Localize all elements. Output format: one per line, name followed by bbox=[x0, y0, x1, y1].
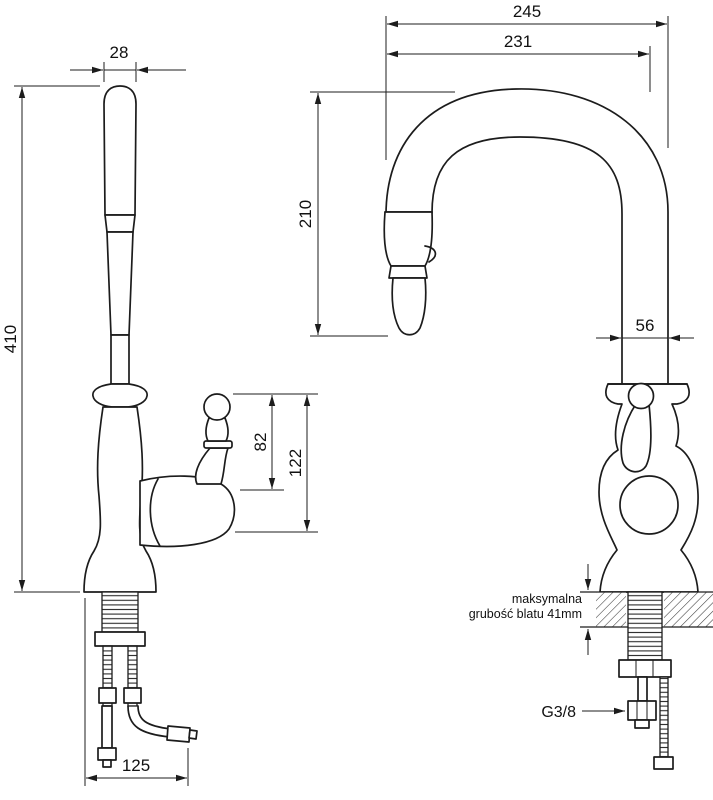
countertop-section bbox=[580, 591, 713, 628]
stud-foot-side bbox=[653, 756, 674, 770]
lever-ball-side bbox=[627, 382, 655, 410]
hex-nut-right bbox=[123, 687, 142, 704]
dimension-value: 125 bbox=[122, 756, 150, 775]
dim-column-width-56: 56 bbox=[596, 316, 694, 342]
gooseneck-outer bbox=[385, 88, 669, 384]
dim-total-reach-245: 245 bbox=[385, 2, 669, 160]
head-ring-side bbox=[388, 265, 428, 279]
spray-nozzle-side bbox=[391, 277, 427, 336]
shank-threads-side bbox=[627, 591, 663, 661]
supply-hose-side bbox=[637, 676, 648, 702]
dim-height-410: 410 bbox=[1, 85, 100, 593]
handle-arm-front bbox=[139, 475, 236, 548]
countertop-hatch-left bbox=[596, 592, 626, 627]
collar-front bbox=[92, 383, 148, 408]
counter-note-line2: grubość blatu 41mm bbox=[469, 607, 582, 621]
dim-base-125: 125 bbox=[84, 598, 189, 786]
dim-lever-82: 82 bbox=[233, 393, 318, 491]
countertop-hatch-right bbox=[664, 592, 713, 627]
counter-note-line1: maksymalna bbox=[512, 592, 582, 606]
gooseneck-inner bbox=[431, 136, 623, 384]
hose-nipple-right bbox=[188, 729, 198, 740]
hose-nipple-left bbox=[102, 759, 112, 768]
spout-tube-front bbox=[110, 334, 130, 385]
dim-spout-width-28: 28 bbox=[70, 43, 186, 82]
spray-head-side bbox=[383, 211, 434, 267]
dimension-value: 28 bbox=[110, 43, 129, 62]
spray-head-front bbox=[103, 85, 137, 216]
body-medallion bbox=[619, 475, 679, 535]
dimension-value: 410 bbox=[1, 325, 20, 353]
dimension-value: 210 bbox=[296, 200, 315, 228]
mounting-flange-front bbox=[94, 631, 146, 647]
dim-spout-height-210: 210 bbox=[296, 91, 455, 337]
diverter-button bbox=[424, 245, 437, 263]
lever-ball-front bbox=[203, 393, 231, 421]
hose-fitting-side bbox=[627, 700, 657, 721]
dim-lever-total-122: 122 bbox=[235, 395, 318, 533]
lever-stem-side bbox=[620, 403, 652, 473]
side-view bbox=[383, 88, 713, 770]
front-view bbox=[83, 85, 236, 768]
lever-waist-front bbox=[205, 417, 229, 442]
lever-flange-front bbox=[203, 440, 233, 449]
thread-value: G3/8 bbox=[541, 704, 576, 721]
mounting-stud-side bbox=[659, 676, 669, 758]
dimension-value: 231 bbox=[504, 32, 532, 51]
dimension-value: 56 bbox=[636, 316, 655, 335]
mounting-stud-right bbox=[127, 645, 138, 707]
supply-hose-right-outer bbox=[127, 705, 171, 738]
dimension-value: 245 bbox=[513, 2, 541, 21]
dimension-value: 122 bbox=[286, 449, 305, 477]
lever-stem-front bbox=[194, 447, 229, 485]
supply-hose-left bbox=[101, 705, 113, 749]
handle-arm-contour bbox=[149, 478, 161, 547]
dimension-value: 82 bbox=[251, 433, 270, 452]
shank-nut-side bbox=[618, 659, 672, 678]
thread-label-g38: G3/8 bbox=[541, 704, 625, 721]
dim-spout-reach-231: 231 bbox=[387, 32, 651, 92]
head-ring-front bbox=[104, 214, 136, 233]
hose-fitting-left bbox=[97, 747, 117, 761]
counter-note: maksymalna grubość blatu 41mm bbox=[469, 564, 592, 655]
hose-fitting-right bbox=[166, 725, 191, 743]
hose-nipple-side bbox=[634, 719, 650, 729]
supply-hose-right-inner bbox=[137, 705, 172, 730]
spout-taper-front bbox=[106, 231, 134, 336]
shank-threads-front bbox=[101, 591, 139, 633]
hex-nut-left bbox=[98, 687, 117, 704]
